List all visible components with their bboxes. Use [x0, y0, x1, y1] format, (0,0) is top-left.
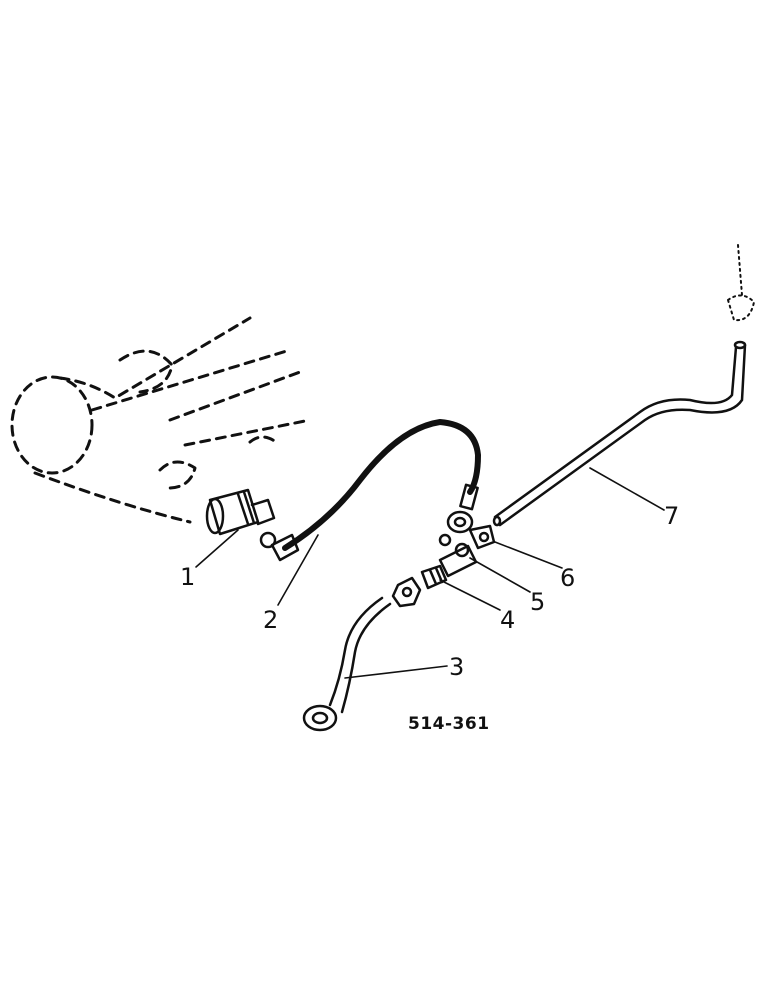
callout-2: 2 [263, 606, 278, 634]
part-6-banjo-fitting [446, 510, 496, 550]
callout-7: 7 [664, 502, 679, 530]
callout-5: 5 [530, 588, 545, 616]
engine-block-phantom [10, 316, 312, 524]
callout-1: 1 [180, 563, 195, 591]
part-3-pipe [302, 596, 392, 732]
part-7-long-pipe [492, 340, 747, 527]
part-2-flexible-hose [270, 419, 481, 562]
callout-4: 4 [500, 606, 515, 634]
part-4-union-nut [391, 564, 448, 608]
leader-lines [195, 467, 665, 679]
part-5-adapter [438, 533, 478, 578]
figure-reference-number: 514-361 [408, 714, 490, 734]
upper-fitting-phantom [727, 244, 755, 322]
callout-6: 6 [560, 564, 575, 592]
callout-3: 3 [449, 653, 464, 681]
part-1-pressure-switch [205, 488, 277, 549]
